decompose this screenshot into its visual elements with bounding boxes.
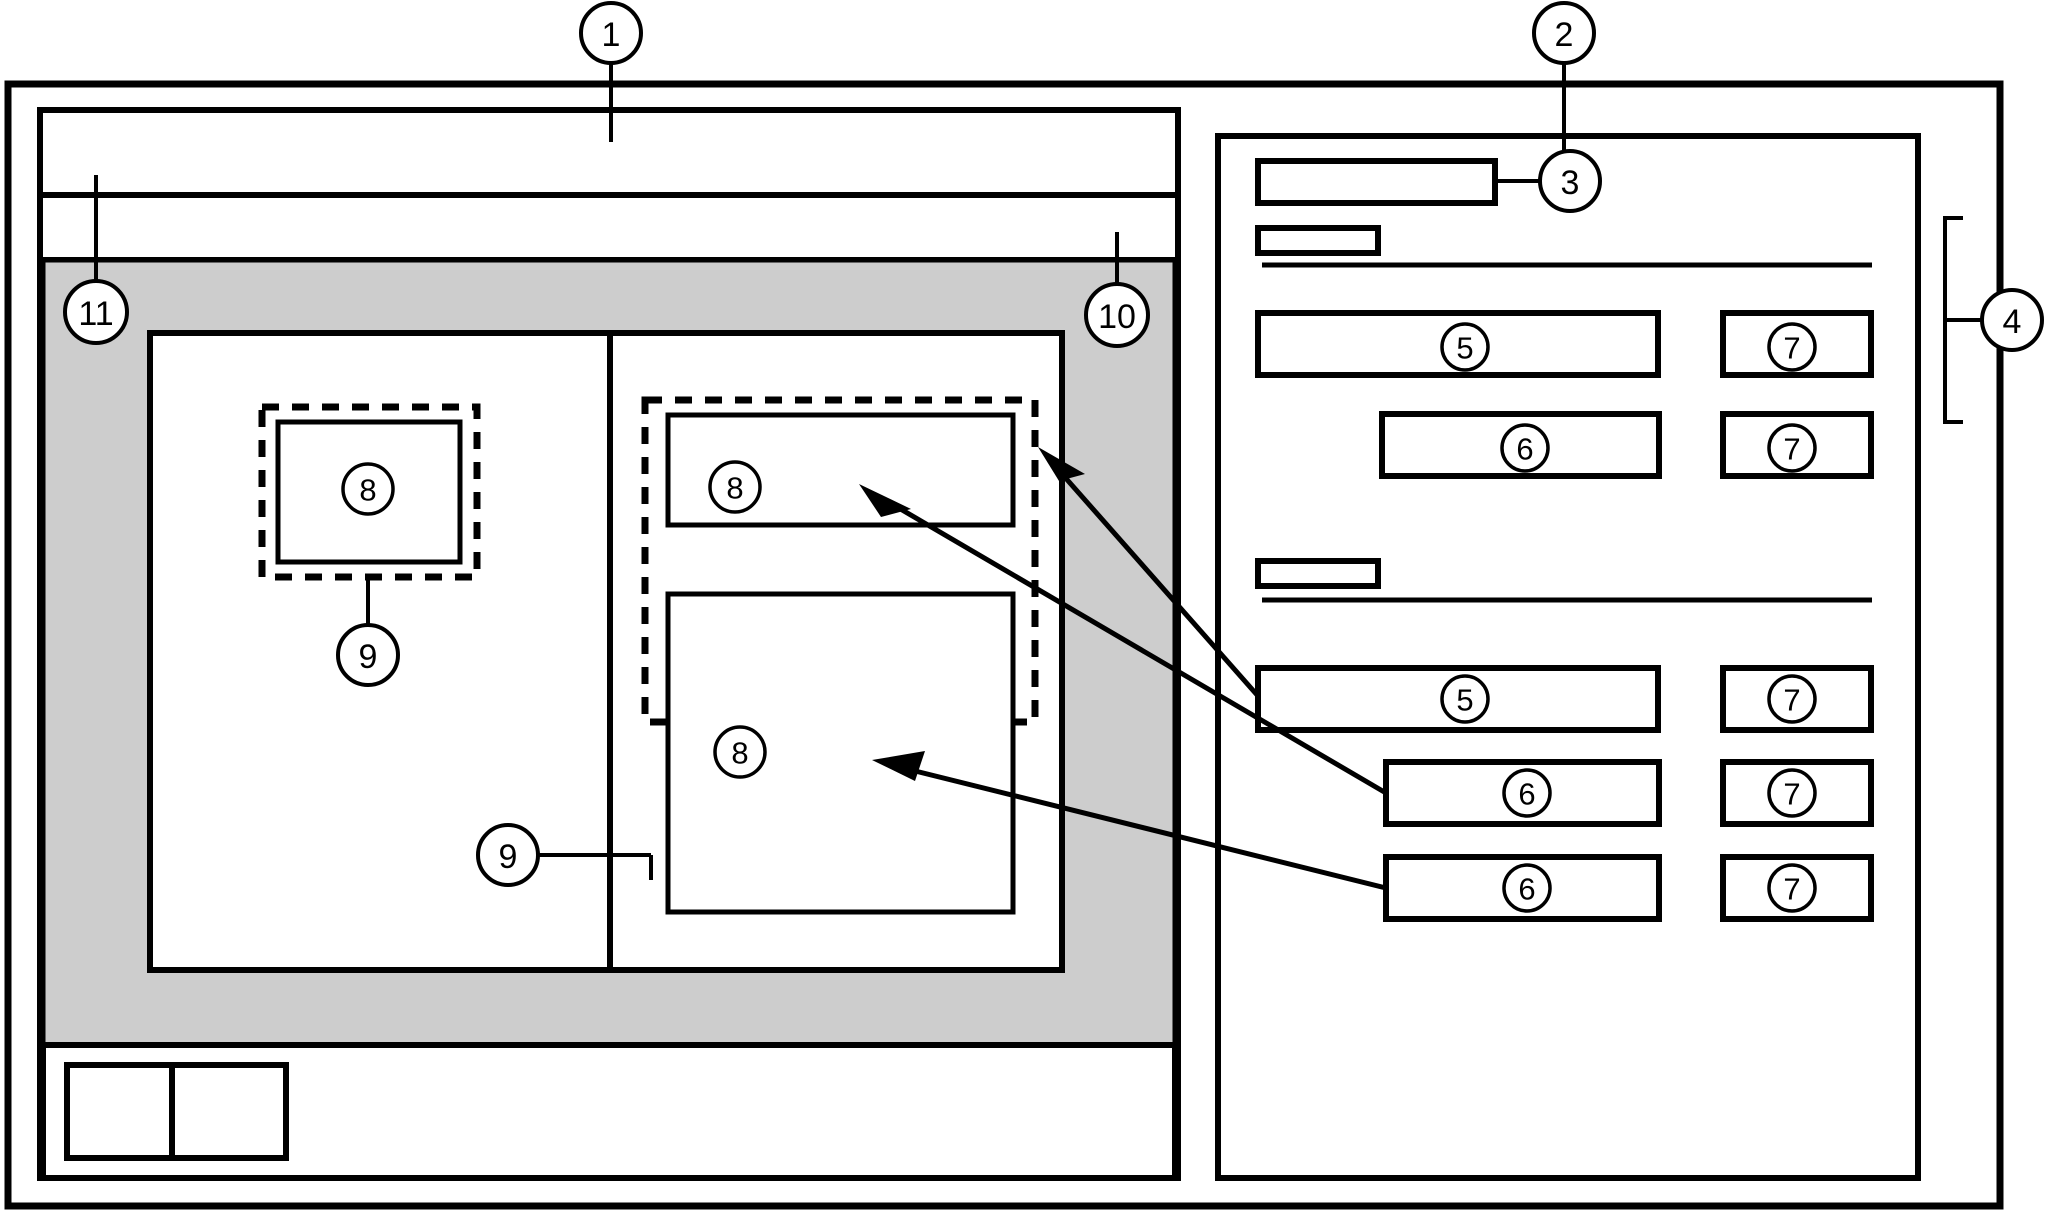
connector-arrowhead-two [859, 484, 911, 517]
badge-7-section-two-b [1767, 768, 1817, 818]
connector-arrowhead-one [1038, 447, 1085, 481]
badge-6-section-two-b [1502, 863, 1552, 913]
badge-7-section-one-a-label: 7 [1783, 331, 1800, 366]
badge-6-section-two-a-label: 6 [1518, 777, 1535, 812]
callout-11-label: 11 [78, 295, 113, 333]
callout-3-circle [1538, 149, 1602, 213]
callout-2-label: 2 [1555, 16, 1574, 54]
callout-3-label: 3 [1561, 164, 1580, 202]
callout-1-label: 1 [602, 16, 621, 54]
badge-6-section-one [1500, 423, 1550, 473]
callout-4-circle [1980, 288, 2044, 352]
badge-5-section-one [1440, 322, 1490, 372]
connector-line-three [894, 763, 1387, 891]
badge-8-left-tile [341, 462, 395, 516]
badge-7-section-one-b [1767, 423, 1817, 473]
badge-6-section-two-a [1502, 768, 1552, 818]
callout-4-label: 4 [2003, 303, 2022, 341]
connector-line-one [1053, 464, 1260, 698]
badge-8-left-tile-label: 8 [359, 473, 376, 508]
connector-arrowhead-three [872, 751, 925, 781]
badge-6-section-one-label: 6 [1516, 432, 1533, 467]
badge-7-section-one-b-label: 7 [1783, 432, 1800, 467]
badge-8-right-tile-bottom [713, 725, 767, 779]
status-cell-one[interactable] [64, 1062, 175, 1161]
callout-9-left-label: 9 [359, 638, 378, 676]
callout-9-right-circle [476, 823, 540, 887]
badge-7-section-two-b-label: 7 [1783, 777, 1800, 812]
badge-5-section-two [1440, 674, 1490, 724]
callout-9-right-label: 9 [499, 838, 518, 876]
badge-7-section-two-c [1767, 863, 1817, 913]
badge-7-section-one-a [1767, 322, 1817, 372]
badge-7-section-two-a [1767, 674, 1817, 724]
section-two-heading-chip [1255, 558, 1381, 589]
callout-10-circle [1084, 282, 1150, 348]
badge-5-section-one-label: 5 [1456, 331, 1473, 366]
toolbar-strip[interactable] [37, 192, 1181, 263]
inspector-panel [1215, 133, 1921, 1181]
status-cell-two[interactable] [169, 1062, 289, 1161]
callout-11-circle [63, 279, 129, 345]
section-one-heading-chip [1255, 225, 1381, 256]
callout-2-circle [1532, 1, 1596, 65]
badge-8-right-tile-top-label: 8 [726, 471, 743, 506]
badge-8-right-tile-top [708, 460, 762, 514]
badge-6-section-two-b-label: 6 [1518, 872, 1535, 907]
connector-line-two [878, 494, 1388, 796]
badge-8-right-tile-bottom-label: 8 [731, 736, 748, 771]
callout-1-circle [579, 1, 643, 65]
badge-7-section-two-a-label: 7 [1783, 683, 1800, 718]
callout-10-label: 10 [1098, 298, 1136, 336]
badge-7-section-two-c-label: 7 [1783, 872, 1800, 907]
badge-5-section-two-label: 5 [1456, 683, 1473, 718]
callout-9-left-circle [336, 623, 400, 687]
panel-title-field[interactable] [1255, 158, 1498, 206]
